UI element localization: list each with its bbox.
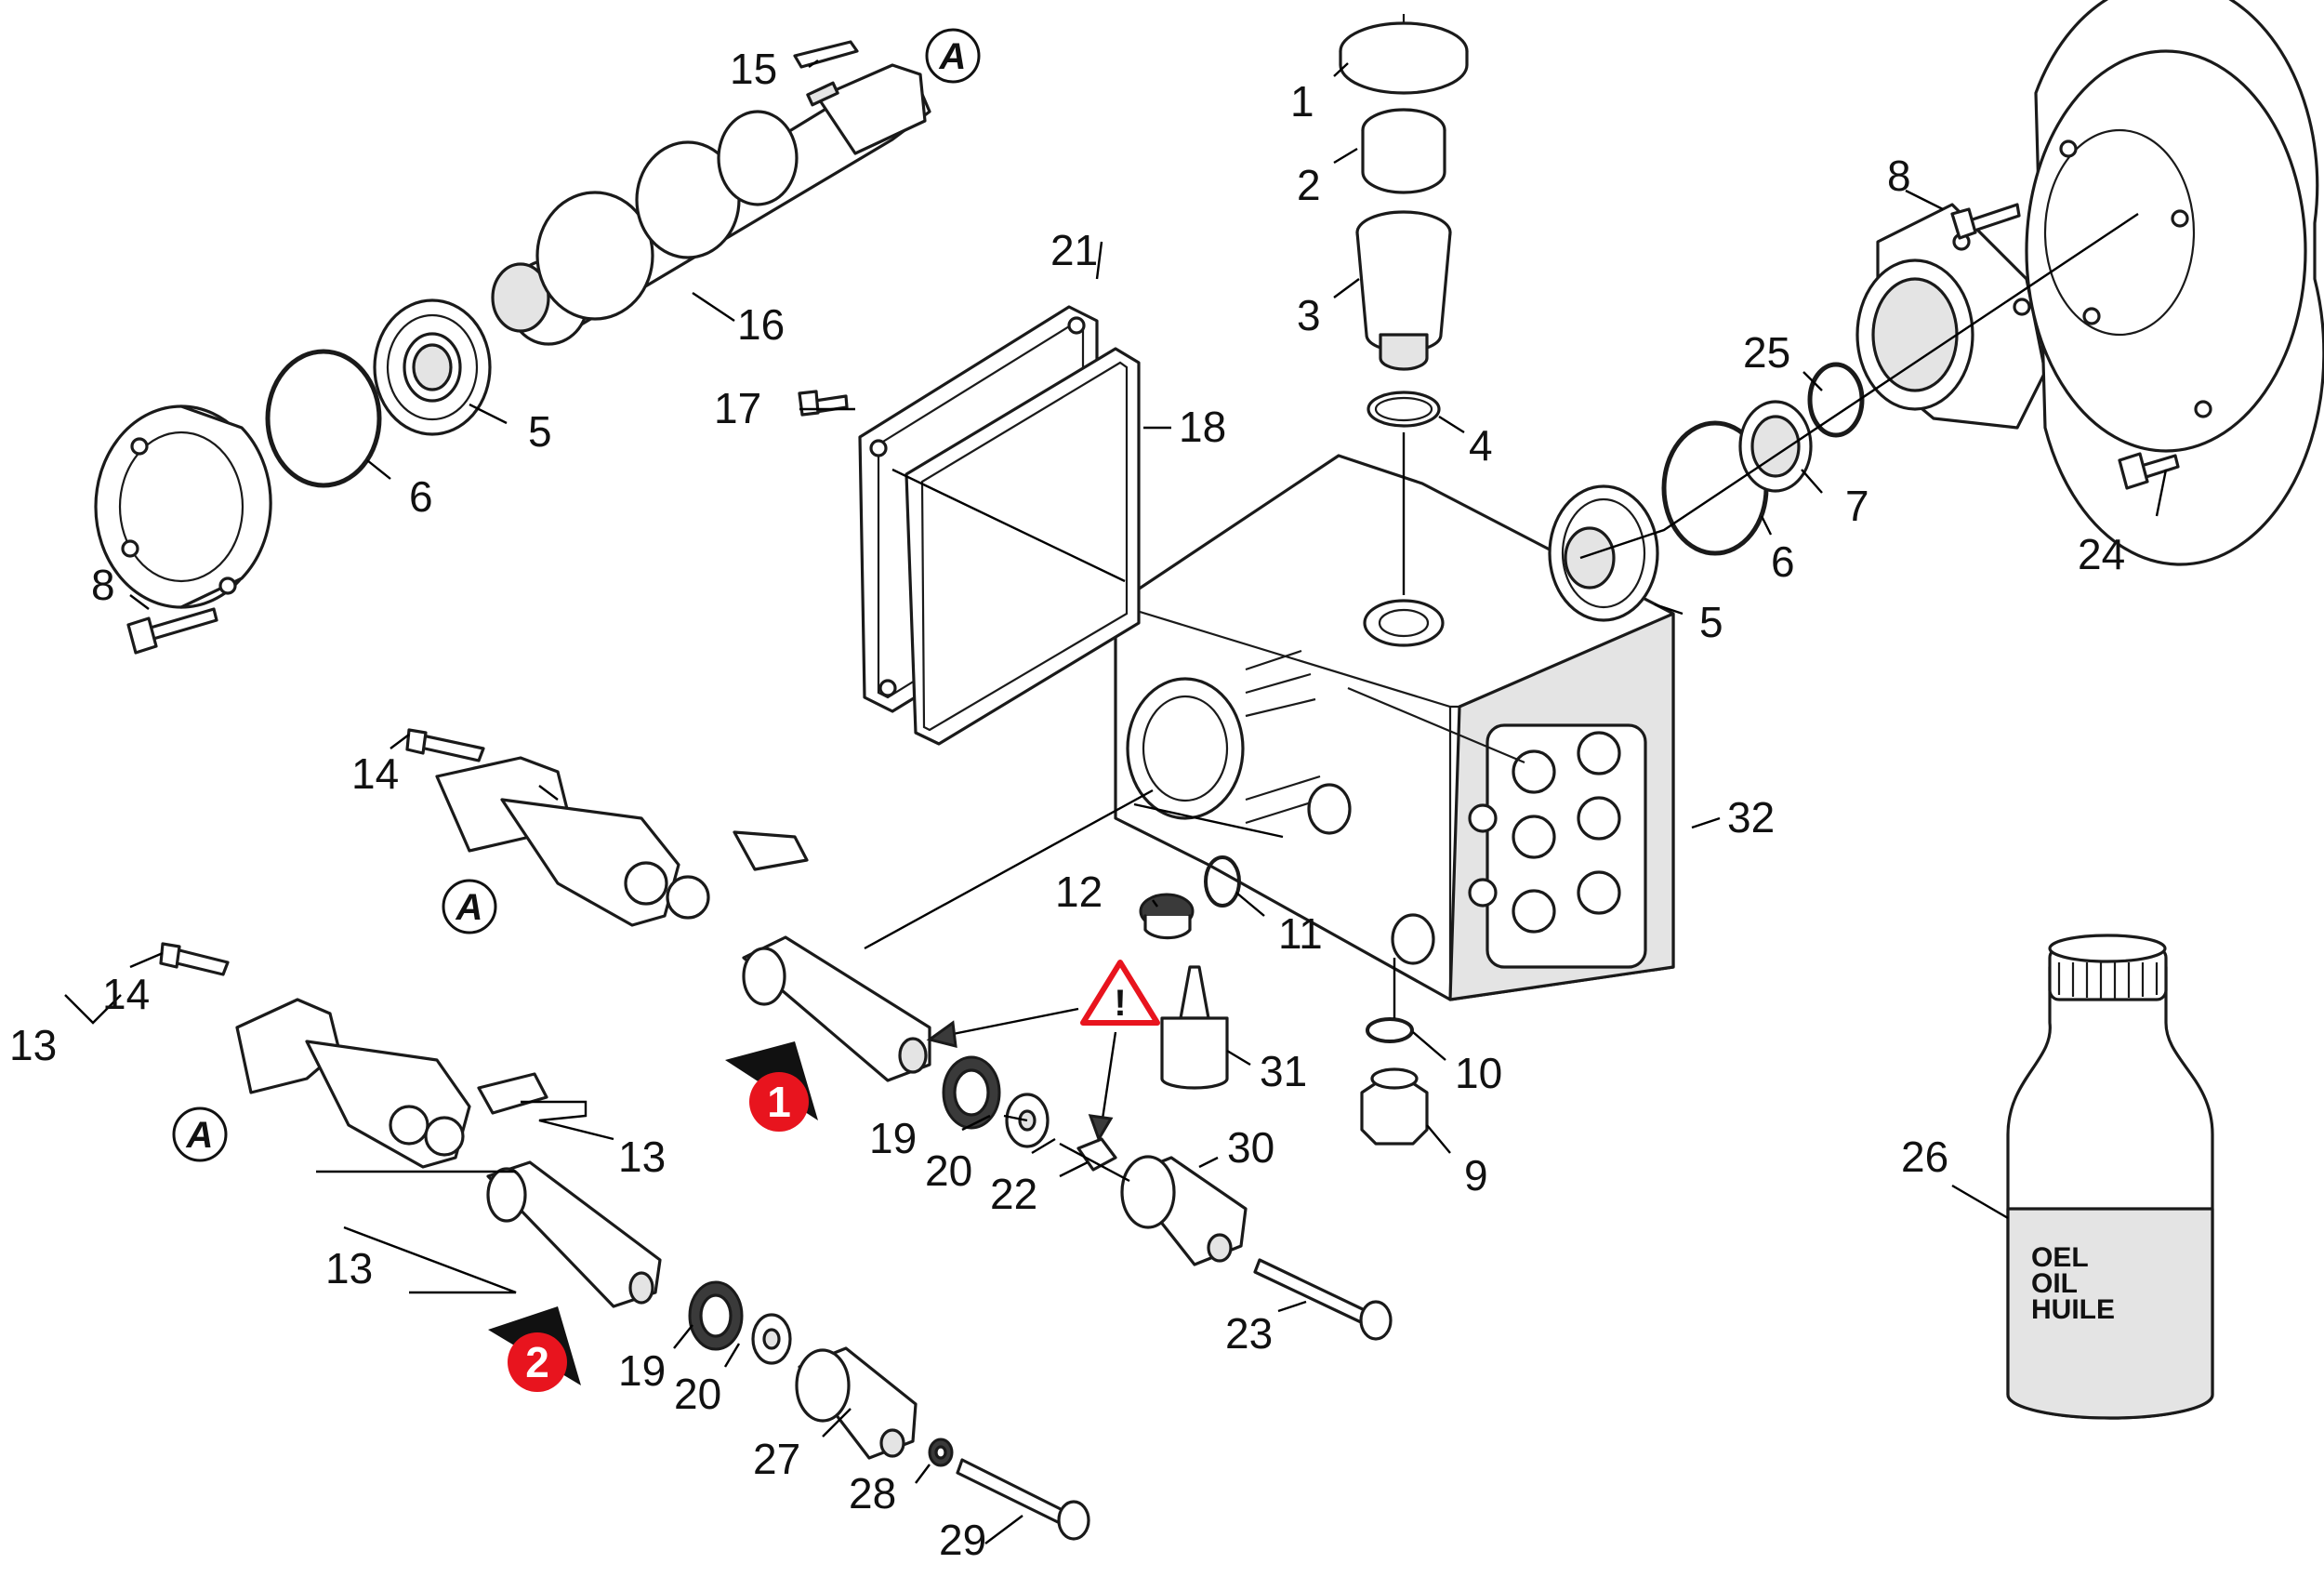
- callout-23: 23: [1225, 1309, 1273, 1358]
- reference-mark-a-3: A: [172, 1107, 228, 1162]
- callout-14-b: 14: [102, 970, 150, 1018]
- variant-marker-2-label: 2: [525, 1338, 549, 1386]
- callout-10: 10: [1455, 1049, 1502, 1097]
- callout-8-left: 8: [91, 561, 115, 609]
- callout-labels: 1 2 3 4 5 5 6 6 7 8 8 9 10 11 12 13 13 1…: [9, 45, 2125, 1564]
- connecting-rod-lower: [159, 942, 548, 1169]
- callout-29: 29: [939, 1516, 986, 1564]
- seal-19-upper: [942, 1055, 1001, 1130]
- callout-12: 12: [1055, 868, 1103, 916]
- screw-23: [1253, 1258, 1393, 1341]
- bearing-housing-right: [1855, 203, 2047, 430]
- callout-13-c: 13: [325, 1244, 373, 1292]
- pump-housing: [1114, 454, 1675, 1001]
- callout-32: 32: [1727, 793, 1775, 842]
- callout-24: 24: [2078, 530, 2125, 578]
- washer-28: [928, 1438, 954, 1467]
- mounting-flange-right: [2025, 0, 2324, 566]
- reference-mark-a-2-label: A: [456, 887, 483, 928]
- callout-1: 1: [1290, 77, 1314, 126]
- washer-20-lower: [751, 1313, 792, 1365]
- callout-15: 15: [730, 45, 777, 93]
- callout-25: 25: [1743, 328, 1790, 377]
- callout-20-b: 20: [674, 1370, 721, 1418]
- seal-ring-7: [1738, 400, 1813, 493]
- callout-30: 30: [1227, 1123, 1274, 1172]
- callout-6-right: 6: [1771, 537, 1795, 586]
- callout-6-left: 6: [409, 472, 433, 521]
- callout-21: 21: [1050, 226, 1098, 274]
- leader-lines: [64, 60, 2168, 1544]
- callout-11: 11: [1278, 909, 1323, 958]
- bearing-right: [1548, 484, 1659, 622]
- plunger-27: [795, 1346, 918, 1460]
- plunger-rod-upper: [742, 935, 931, 1082]
- callout-5-left: 5: [528, 407, 552, 456]
- warning-symbol: !: [1114, 983, 1126, 1024]
- callout-18: 18: [1179, 403, 1226, 451]
- seal-19-lower: [688, 1280, 744, 1351]
- screw-29: [956, 1458, 1090, 1541]
- o-ring-11: [1204, 855, 1241, 908]
- bottle-label-line-2: OIL: [2031, 1268, 2078, 1299]
- bolt-17: [798, 390, 849, 417]
- callout-26: 26: [1901, 1133, 1948, 1181]
- callout-4: 4: [1469, 421, 1493, 470]
- variant-marker-1-label: 1: [767, 1078, 791, 1126]
- sleeve-22: [1076, 1137, 1117, 1172]
- bottle-label-line-3: HUILE: [2031, 1294, 2115, 1325]
- callout-13-a: 13: [9, 1021, 57, 1069]
- callout-2: 2: [1297, 161, 1321, 209]
- callout-22: 22: [990, 1170, 1037, 1218]
- reference-mark-a-2: A: [442, 879, 497, 934]
- callout-20-a: 20: [925, 1146, 972, 1195]
- bearing-left: [373, 298, 492, 436]
- warning-triangle-icon: !: [1080, 960, 1160, 1026]
- callout-31: 31: [1260, 1047, 1307, 1095]
- callout-14-a: 14: [351, 749, 399, 798]
- callout-7: 7: [1845, 482, 1869, 530]
- callout-9: 9: [1464, 1151, 1488, 1199]
- plunger-cap-group: [1339, 14, 1469, 428]
- reference-mark-a-1: A: [925, 28, 981, 84]
- o-ring-10: [1366, 1017, 1414, 1043]
- plunger-rod-lower: [486, 1160, 662, 1308]
- callout-19-b: 19: [618, 1346, 666, 1395]
- variant-marker-2: 2: [488, 1306, 581, 1392]
- reference-mark-a-3-label: A: [186, 1115, 214, 1156]
- plunger-30: [1120, 1155, 1248, 1266]
- sealant-tube-31: [1160, 965, 1229, 1090]
- bolt-8-right: [1950, 203, 2021, 240]
- o-ring-left: [265, 349, 382, 488]
- plug-12: [1139, 893, 1195, 940]
- bolt-left: [126, 607, 218, 655]
- connecting-rod-upper: [405, 728, 809, 927]
- callout-3: 3: [1297, 291, 1321, 339]
- flange-cover-left: [94, 404, 272, 609]
- bolt-24: [2118, 452, 2180, 490]
- reference-mark-a-1-label: A: [939, 36, 967, 77]
- o-ring-25: [1807, 362, 1865, 438]
- callout-8-right: 8: [1887, 152, 1911, 200]
- callout-13-b: 13: [618, 1133, 666, 1181]
- drain-plug-9: [1360, 1067, 1429, 1146]
- cover-and-gasket: [858, 305, 1141, 746]
- callout-5-right: 5: [1699, 598, 1723, 646]
- variant-marker-1: 1: [725, 1041, 818, 1132]
- oil-bottle-26: [2006, 934, 2214, 1420]
- bottle-label-line-1: OEL: [2031, 1242, 2089, 1273]
- callout-16: 16: [737, 300, 785, 349]
- camshaft: [491, 40, 931, 346]
- callout-17: 17: [714, 384, 761, 432]
- callout-28: 28: [849, 1469, 896, 1517]
- callout-27: 27: [753, 1435, 800, 1483]
- callout-19-a: 19: [869, 1114, 917, 1162]
